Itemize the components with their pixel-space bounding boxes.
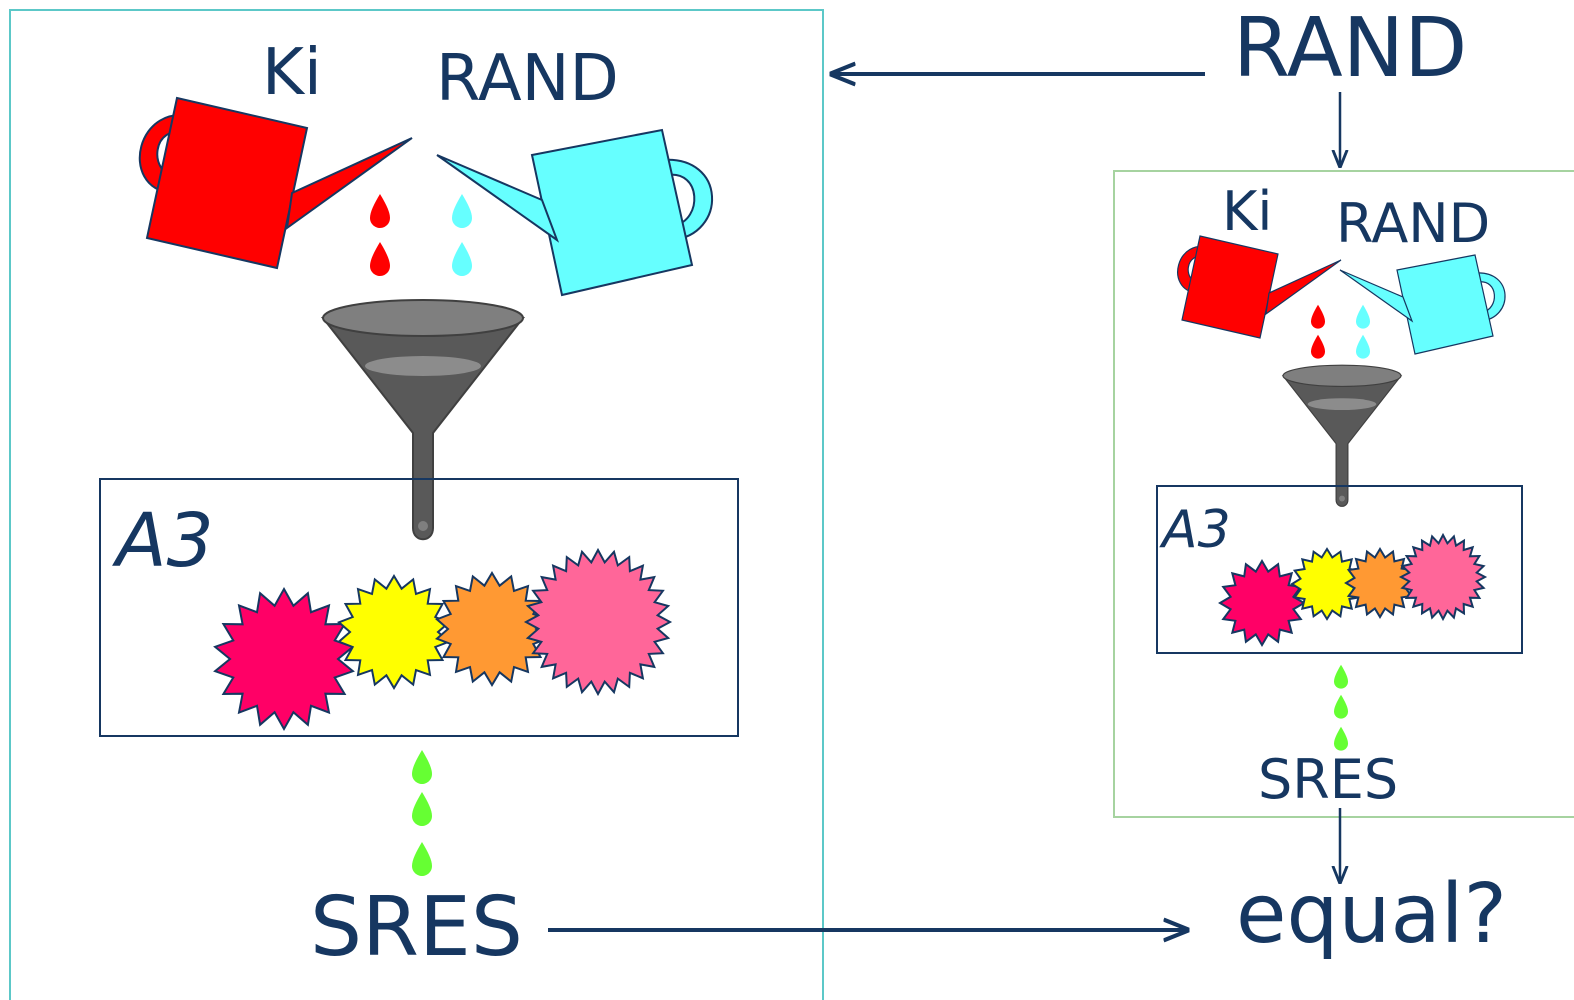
right-rand-label: RAND xyxy=(1336,192,1490,255)
rand-source-label: RAND xyxy=(1233,1,1467,96)
right-a3-label: A3 xyxy=(1159,500,1231,560)
right-ki-label: Ki xyxy=(1222,180,1272,243)
cyan-watering-can-icon xyxy=(436,129,714,296)
left-star-group xyxy=(213,547,673,732)
equal-question-label: equal? xyxy=(1236,867,1507,962)
right-green-drops-icon xyxy=(1334,664,1348,751)
left-sres-label: SRES xyxy=(310,880,523,975)
orange-star-icon xyxy=(1344,547,1416,619)
red-watering-can-icon xyxy=(138,97,414,269)
left-a3-box xyxy=(99,478,739,737)
cyan-drops-icon xyxy=(452,194,472,276)
yellow-star-icon xyxy=(336,574,452,690)
pink-star-icon xyxy=(1398,532,1488,622)
left-rand-label: RAND xyxy=(436,42,619,116)
right-sres-label: SRES xyxy=(1258,748,1398,811)
left-panel-frame xyxy=(9,9,824,1000)
red-drops-icon xyxy=(370,194,390,276)
right-panel-frame xyxy=(1113,170,1574,818)
pink-star-icon xyxy=(523,547,673,697)
left-a3-label: A3 xyxy=(112,498,214,584)
right-star-group xyxy=(1218,532,1488,647)
funnel-icon xyxy=(322,299,524,541)
left-green-drops-icon xyxy=(412,750,432,876)
magenta-star-icon xyxy=(213,586,355,732)
right-a3-box xyxy=(1156,485,1523,654)
left-ki-label: Ki xyxy=(262,36,322,110)
right-red-drops-icon xyxy=(1311,304,1325,359)
orange-star-icon xyxy=(434,571,550,687)
right-cyan-drops-icon xyxy=(1356,304,1370,359)
magenta-star-icon xyxy=(1218,559,1306,647)
